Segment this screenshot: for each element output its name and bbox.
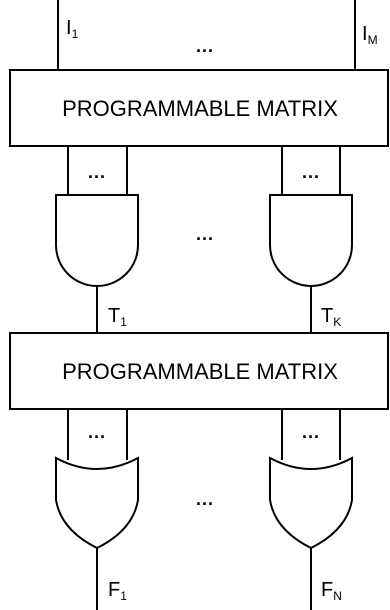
matrix-bottom-label: PROGRAMMABLE MATRIX: [62, 359, 338, 384]
term-label-t1: T1: [108, 305, 127, 329]
output-label-fn: FN: [321, 579, 342, 603]
term-label-tk: TK: [321, 305, 341, 329]
or-gates-ellipsis: ...: [196, 489, 214, 509]
and-gate-2: [269, 194, 353, 287]
matrix-top-label: PROGRAMMABLE MATRIX: [62, 96, 338, 121]
or2-input-ellipsis: ...: [302, 422, 320, 442]
output-label-f1: F1: [108, 579, 127, 603]
or1-input-ellipsis: ...: [88, 422, 106, 442]
and2-input-ellipsis: ...: [302, 162, 320, 182]
and-gates-ellipsis: ...: [196, 224, 214, 244]
programmable-matrix-top: [9, 69, 389, 147]
and-gate-1: [55, 194, 139, 287]
or-gate-1: [55, 456, 139, 550]
input-label-im: IM: [362, 23, 378, 47]
and1-input-ellipsis: ...: [88, 162, 106, 182]
input-ellipsis: ...: [196, 36, 214, 56]
input-label-i1: I1: [66, 17, 79, 41]
or-gate-2: [269, 456, 353, 550]
programmable-matrix-bottom: [9, 332, 389, 410]
